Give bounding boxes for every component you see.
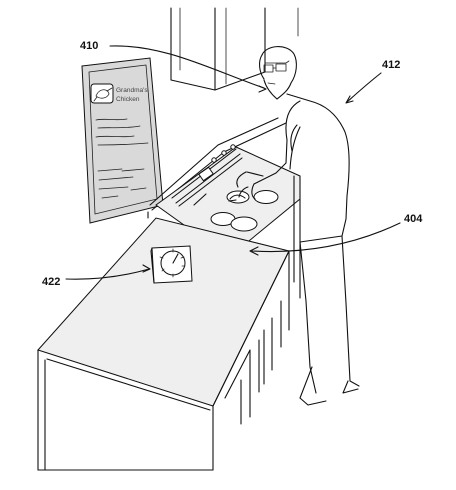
chicken-icon (90, 83, 114, 104)
ref-label-410: 410 (80, 40, 98, 52)
recipe-title-line-2: Chicken (116, 96, 140, 103)
ref-label-422: 422 (42, 276, 60, 288)
kitchen-timer-icon (150, 245, 193, 284)
ref-label-404: 404 (404, 213, 423, 225)
person (228, 46, 360, 406)
recipe-card: Grandma's Chicken (81, 57, 164, 224)
recipe-title-line-1: Grandma's (116, 87, 148, 94)
ref-label-412: 412 (382, 59, 400, 71)
stove (155, 144, 301, 299)
counter-cabinet (37, 217, 290, 471)
upper-cabinet (170, 7, 299, 91)
callout-lines (65, 45, 401, 280)
